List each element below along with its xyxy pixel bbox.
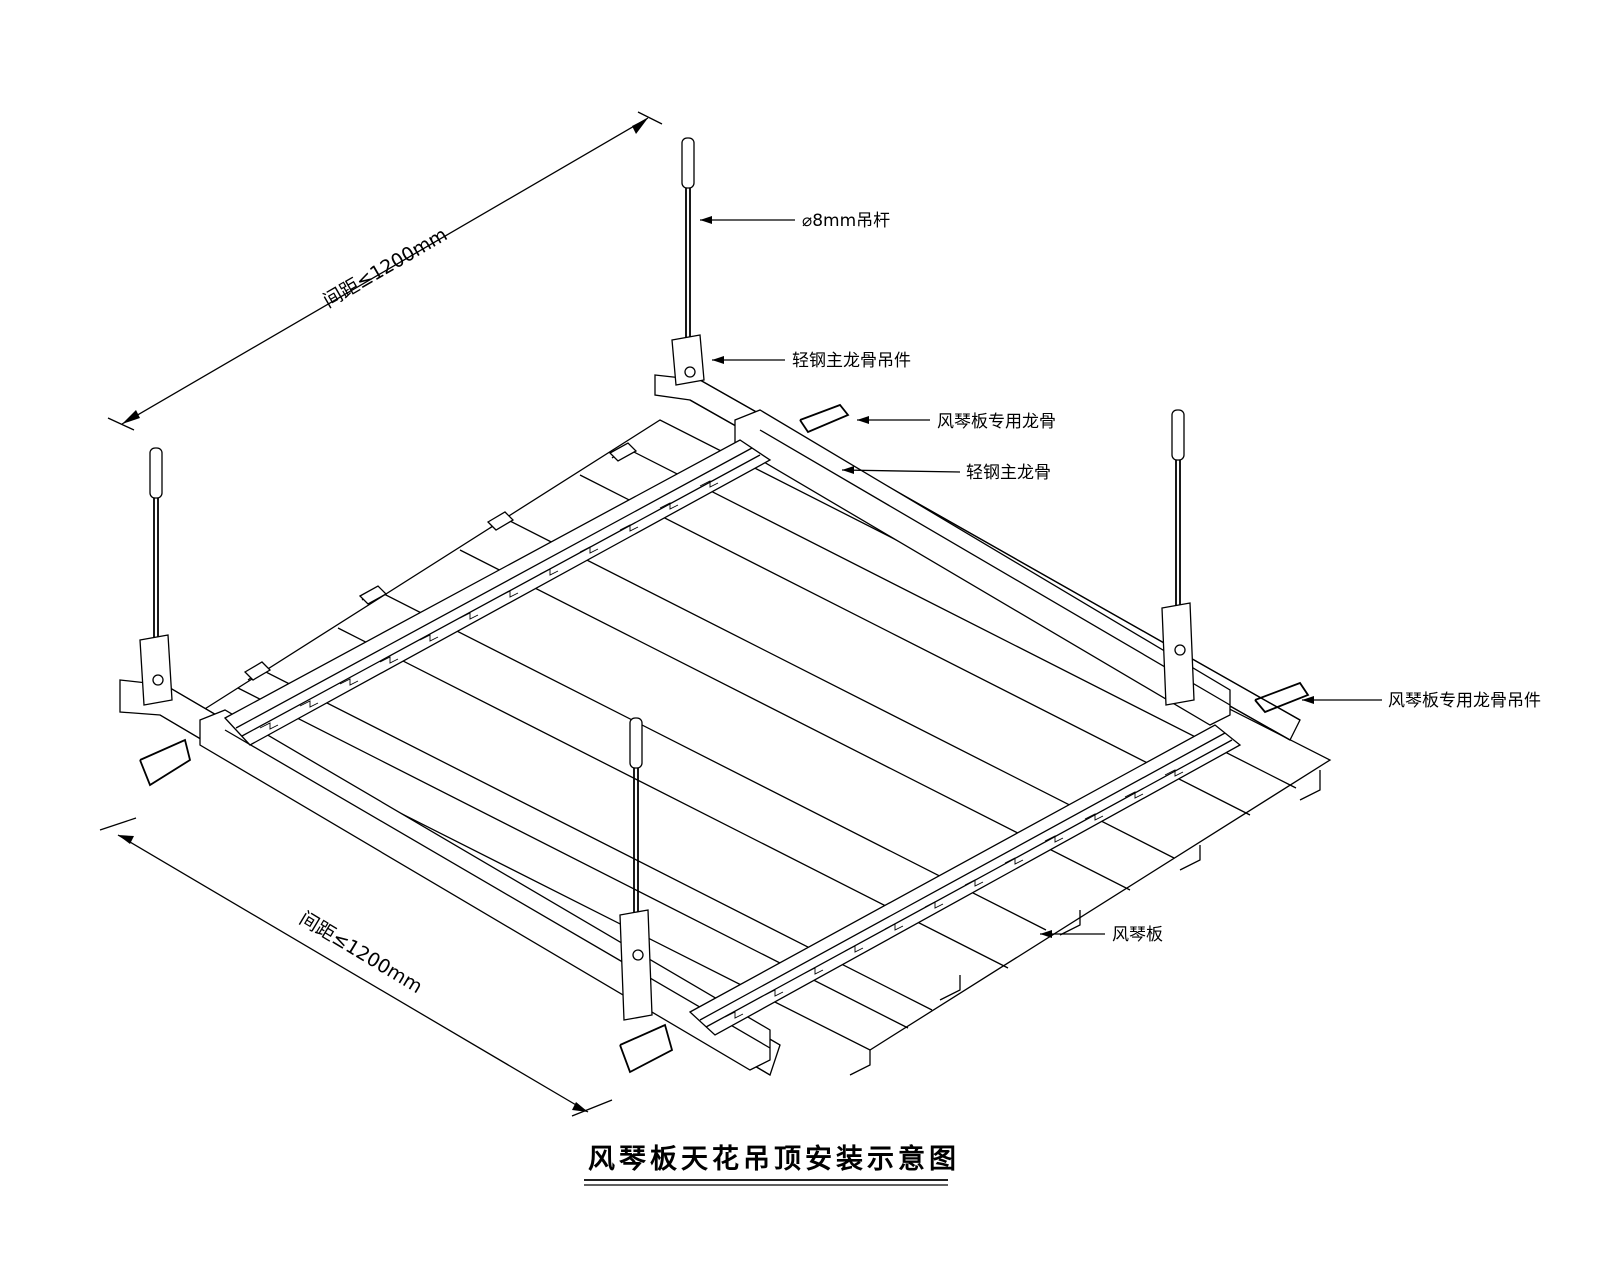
organ-panels bbox=[198, 419, 1332, 1076]
leader-lines bbox=[700, 216, 1382, 938]
panel-keel-ends bbox=[139, 403, 1310, 1074]
dimension-top-label: 间距≤1200mm bbox=[320, 224, 452, 313]
panel-keel-right bbox=[688, 724, 1242, 1036]
diagram-title: 风琴板天花吊顶安装示意图 bbox=[588, 1143, 960, 1175]
label-panel-keel: 风琴板专用龙骨 bbox=[937, 412, 1056, 432]
label-panel: 风琴板 bbox=[1112, 925, 1163, 945]
panel-keel-left bbox=[223, 439, 772, 746]
dimension-top: 间距≤1200mm bbox=[107, 111, 663, 431]
label-panel-keel-hanger: 风琴板专用龙骨吊件 bbox=[1388, 691, 1541, 711]
label-main-keel-hanger: 轻钢主龙骨吊件 bbox=[792, 351, 911, 371]
dimension-bottom-label: 间距≤1200mm bbox=[295, 907, 426, 998]
label-hanger-rod: ⌀8mm吊杆 bbox=[802, 211, 890, 231]
hanger-assemblies bbox=[139, 137, 1195, 1021]
label-main-keel: 轻钢主龙骨 bbox=[966, 463, 1051, 483]
